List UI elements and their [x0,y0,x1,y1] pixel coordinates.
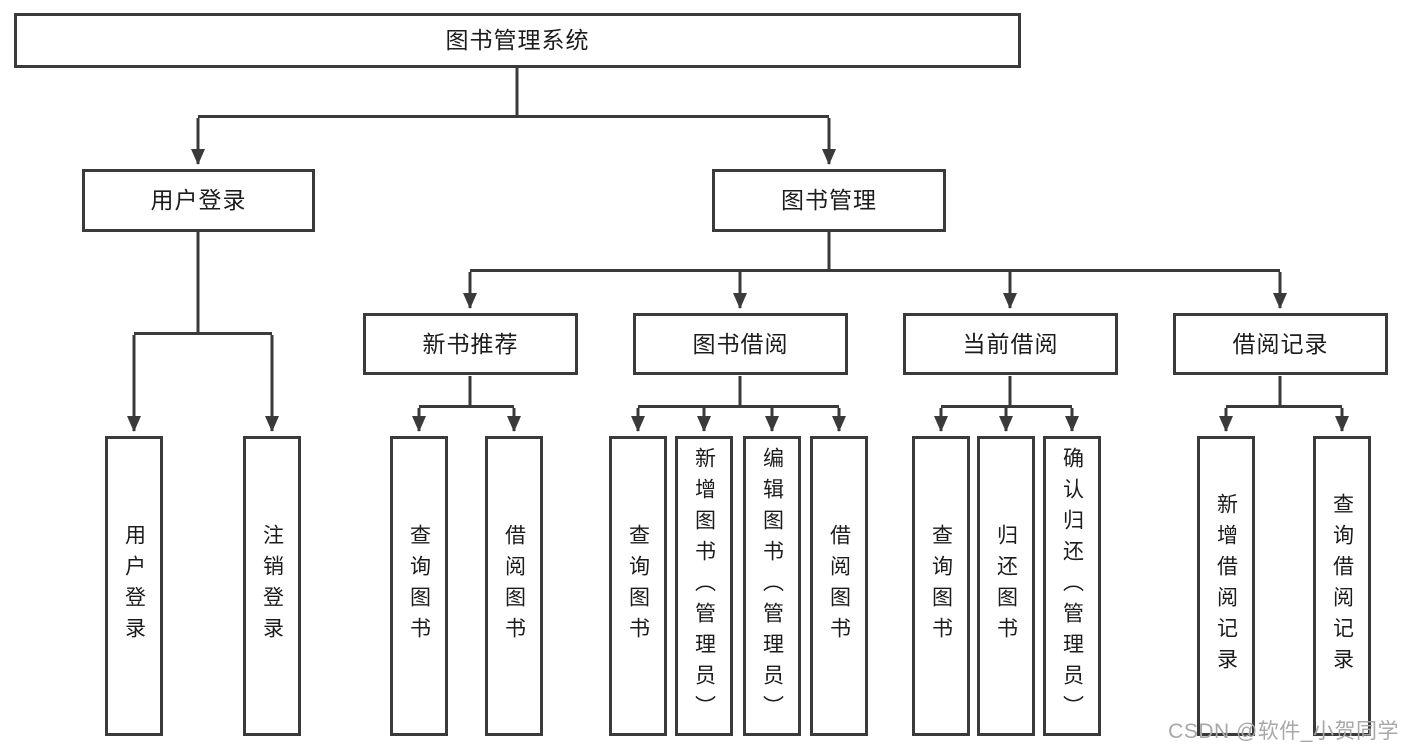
leaf-query-books-recommend: 查询图书 [390,436,448,736]
leaf-query-books-borrowing: 查询图书 [609,436,667,736]
node-book-management: 图书管理 [712,169,946,232]
node-new-book-recommendation: 新书推荐 [363,313,578,375]
connector-book-borrowing-trunk [638,376,839,408]
leaf-borrow-books: 借阅图书 [810,436,868,736]
node-borrowing-records: 借阅记录 [1173,313,1388,375]
leaf-logout: 注销登录 [243,436,301,736]
leaf-add-borrow-record: 新增借阅记录 [1197,436,1255,736]
connector-borrowing-records-trunk [1226,376,1342,408]
node-current-borrowing: 当前借阅 [903,313,1118,375]
connector-new-book-trunk [419,376,514,408]
node-book-borrowing: 图书借阅 [633,313,848,375]
leaf-query-books-current: 查询图书 [912,436,970,736]
leaf-edit-books-admin: 编辑图书（管理员） [743,436,801,736]
leaf-query-borrow-record: 查询借阅记录 [1313,436,1371,736]
leaf-confirm-return-admin: 确认归还（管理员） [1043,436,1101,736]
leaf-user-login: 用户登录 [105,436,163,736]
connector-current-borrowing-trunk [941,376,1072,408]
leaf-return-books: 归还图书 [977,436,1035,736]
connector-root-trunk [198,68,829,118]
node-user-login: 用户登录 [82,169,315,232]
connector-book-management-trunk [470,232,1280,272]
node-library-management-system: 图书管理系统 [14,13,1021,68]
connector-user-login-trunk [134,232,272,335]
watermark: CSDN @软件_小贺同学 [1168,720,1399,743]
leaf-add-books-admin: 新增图书（管理员） [675,436,733,736]
leaf-borrow-books-recommend: 借阅图书 [485,436,543,736]
